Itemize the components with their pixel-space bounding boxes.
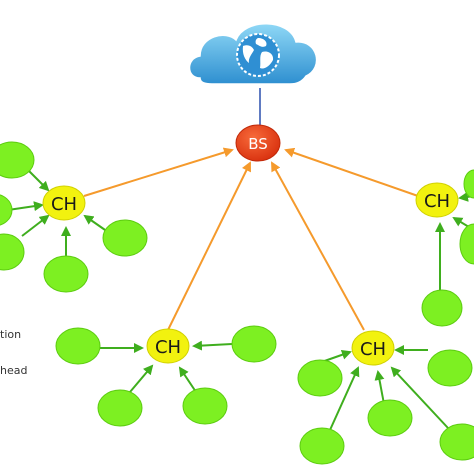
sensor-node — [299, 427, 345, 465]
sensor-node — [367, 399, 413, 437]
link-node — [129, 364, 154, 393]
link-ch-right-to-bs — [284, 147, 419, 197]
sensor-node — [43, 255, 89, 293]
sensor-node — [297, 359, 343, 397]
sensor-node — [97, 389, 143, 427]
svg-text:CH: CH — [360, 339, 386, 360]
legend-text-1: tion — [0, 328, 21, 341]
sensor-node — [102, 219, 148, 257]
sensor-node — [463, 169, 474, 199]
sensor-node — [421, 289, 463, 327]
link-node — [374, 370, 385, 405]
sensor-node — [439, 423, 474, 461]
cluster-head-left: CH — [42, 185, 86, 221]
link-node — [21, 214, 50, 237]
base-station: BS — [235, 124, 281, 162]
cluster-head-right: CH — [415, 182, 459, 218]
sensor-nodes — [0, 141, 474, 465]
link-ch-bottom-left-to-bs — [167, 161, 251, 331]
svg-text:CH: CH — [424, 191, 450, 212]
sensor-node — [0, 141, 35, 179]
sensor-node — [459, 223, 474, 265]
sensor-node — [0, 233, 25, 271]
link-ch-left-to-bs — [83, 147, 234, 197]
sensor-node — [231, 325, 277, 363]
sensor-node — [427, 349, 473, 387]
link-node — [178, 366, 197, 393]
link-node — [27, 169, 50, 192]
svg-text:BS: BS — [248, 135, 268, 153]
globe-icon — [236, 33, 280, 77]
svg-text:CH: CH — [155, 337, 181, 358]
link-node — [329, 366, 360, 431]
cluster-head-bottom-left: CH — [146, 328, 190, 364]
legend-text-2: head — [0, 364, 27, 377]
sensor-node — [55, 327, 101, 365]
link-node — [83, 214, 109, 233]
link-node — [7, 201, 44, 212]
link-ch-bottom-right-to-bs — [271, 161, 365, 331]
cluster-head-bottom-right: CH — [351, 330, 395, 366]
sensor-node — [182, 387, 228, 425]
sensor-node — [0, 194, 13, 226]
link-node — [390, 366, 449, 429]
svg-text:CH: CH — [51, 194, 77, 215]
link-node — [192, 340, 233, 351]
